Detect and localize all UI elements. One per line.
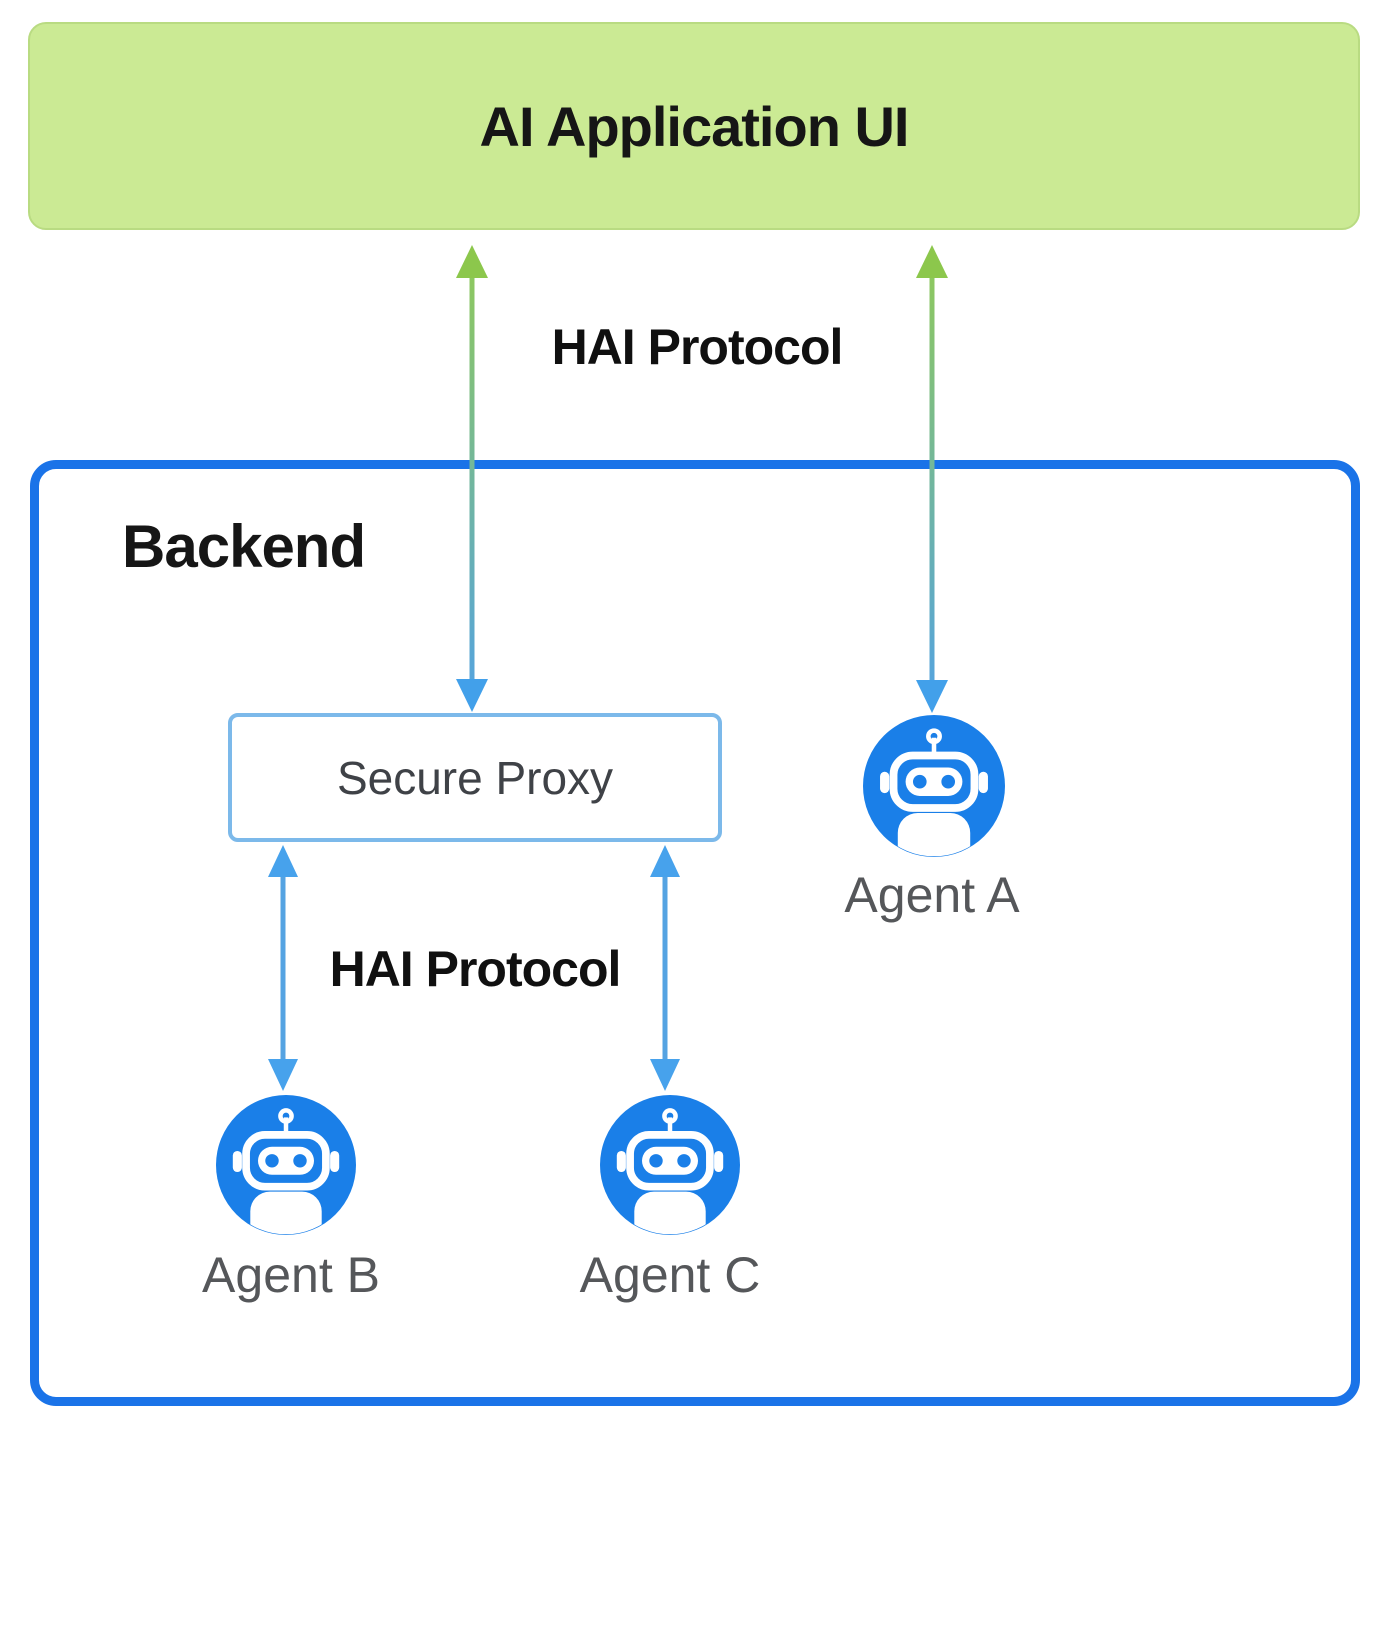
backend-label: Backend [122,513,366,580]
hai-protocol-inner-label: HAI Protocol [329,941,622,997]
ai-application-ui-box: AI Application UI [28,22,1360,230]
secure-proxy-box: Secure Proxy [228,713,722,842]
robot-icon [863,715,1005,857]
ai-application-ui-label: AI Application UI [479,94,910,158]
hai-protocol-top-label: HAI Protocol [551,319,844,375]
agent-a-label: Agent A [844,867,1020,923]
agent-c-label: Agent C [579,1247,761,1303]
secure-proxy-label: Secure Proxy [336,751,614,804]
robot-icon [216,1095,356,1235]
robot-icon [600,1095,740,1235]
backend-box [30,460,1360,1406]
agent-b-label: Agent B [202,1247,380,1303]
